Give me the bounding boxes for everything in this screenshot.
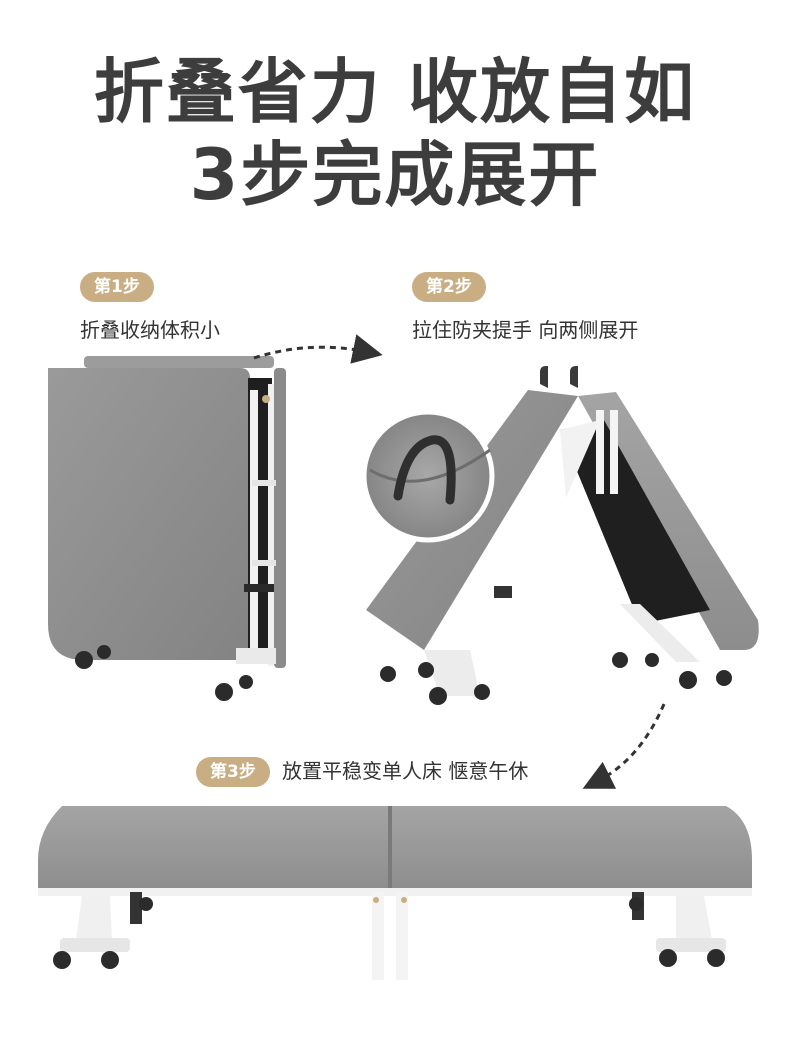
folded-bed-image <box>48 356 286 701</box>
step-1-caption: 折叠收纳体积小 <box>80 318 220 342</box>
arrow-step-2-to-3 <box>582 703 666 789</box>
unfolded-bed-image <box>38 806 752 980</box>
step-2-caption: 拉住防夹提手 向两侧展开 <box>412 318 639 342</box>
headline-line-2: 3步完成展开 <box>189 134 601 216</box>
headline-line-1: 折叠省力 收放自如 <box>93 51 697 133</box>
arrow-step-1-to-2 <box>253 334 383 364</box>
step-3-badge: 第3步 <box>196 757 270 787</box>
step-3-caption: 放置平稳变单人床 惬意午休 <box>282 759 529 783</box>
handle-closeup-image <box>361 409 495 543</box>
step-1-badge: 第1步 <box>80 272 154 302</box>
step-2-badge: 第2步 <box>412 272 486 302</box>
